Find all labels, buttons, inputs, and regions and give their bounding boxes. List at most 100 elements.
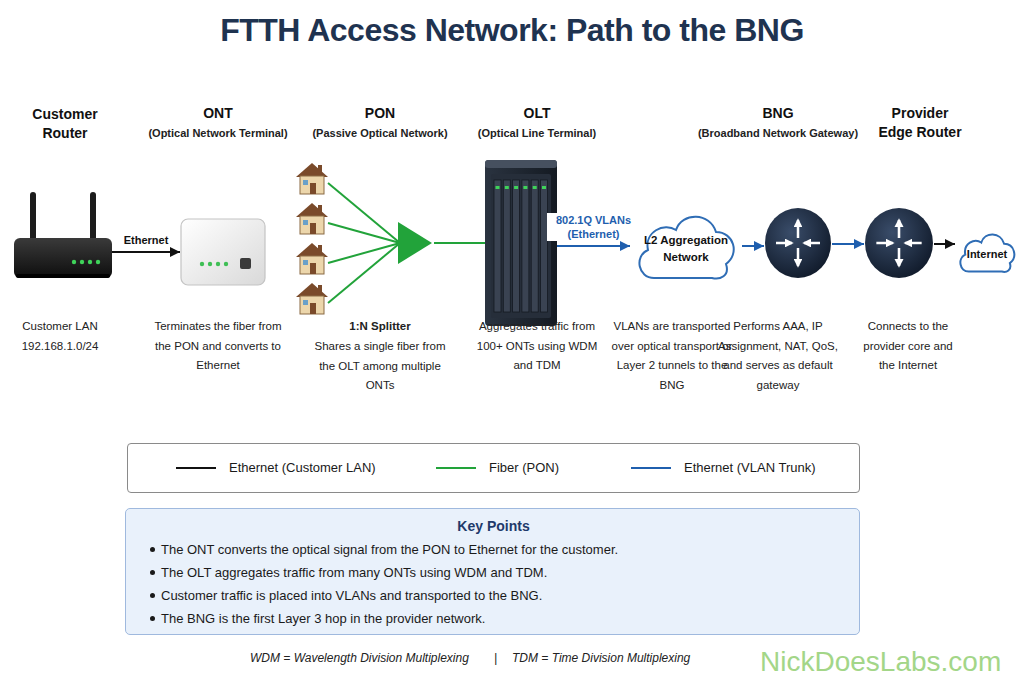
decor-polygon (398, 222, 432, 264)
decor-path (776, 242, 792, 245)
cloud-text: L2 Aggregation Network (640, 232, 732, 266)
device-heading: Customer Router (20, 105, 110, 143)
decor-rect (494, 180, 501, 312)
decor-polygon (296, 203, 328, 217)
connector-line (934, 243, 955, 245)
device-description: 1:N Splitter (320, 317, 440, 337)
bullet-text: The BNG is the first Layer 3 hop in the … (161, 609, 485, 628)
decor-rect (303, 220, 308, 225)
device-description: Shares a single fiber from the OLT among… (313, 337, 448, 396)
decor-circle (80, 260, 84, 264)
device-description: VLANs are transported over optical trans… (607, 317, 737, 395)
decor-rect (310, 183, 316, 194)
device-description: Connects to the provider core and the In… (854, 317, 962, 376)
decor-path (797, 220, 800, 238)
decor-rect (303, 180, 308, 185)
decor-rect (542, 186, 546, 189)
bullet-text: The ONT converts the optical signal from… (161, 540, 618, 559)
decor-rect (485, 160, 557, 168)
pon-splitter: PON(Passive Optical Network)1:N Splitter… (294, 160, 434, 320)
decor-rect (303, 300, 308, 305)
decor-rect (300, 256, 324, 274)
bng-router: BNG(Broadband Network Gateway)Performs A… (764, 207, 832, 279)
connector-line (112, 251, 180, 253)
decor-circle (200, 262, 204, 266)
footnote-text: TDM = Time Division Multiplexing (512, 650, 690, 666)
aggregation-cloud: L2 Aggregation NetworkVLANs are transpor… (630, 196, 742, 292)
decor-rect (523, 186, 527, 189)
decor-path (804, 242, 820, 245)
decor-rect (310, 303, 316, 314)
connector-line (742, 245, 764, 247)
decor-circle (88, 260, 92, 264)
legend-text: Ethernet (VLAN Trunk) (684, 459, 816, 476)
decor-rect (513, 180, 520, 312)
bullet-text: Customer traffic is placed into VLANs an… (161, 586, 542, 605)
device-description: Terminates the fiber from the PON and co… (154, 317, 282, 376)
device-subheading: (Optical Network Terminal) (133, 126, 303, 140)
decor-rect (541, 180, 548, 312)
device-subheading: (Broadband Network Gateway) (693, 126, 863, 140)
bullet-dot (150, 570, 155, 575)
connector-label: Ethernet (122, 233, 171, 247)
decor-path (876, 242, 892, 245)
decor-svg (485, 160, 557, 326)
customer-router: Customer RouterCustomer LAN 192.168.1.0/… (14, 190, 112, 284)
panel-heading: Key Points (126, 517, 861, 536)
legend-text: Ethernet (Customer LAN) (229, 459, 376, 476)
decor-rect (533, 186, 537, 189)
decor-rect (318, 165, 322, 173)
decor-rect (14, 238, 112, 278)
connector-line (832, 243, 864, 245)
connector-line (434, 242, 485, 244)
decor-path (797, 248, 800, 266)
connector-line (557, 245, 630, 247)
device-subheading: (Optical Line Terminal) (462, 126, 612, 140)
decor-rect (491, 174, 551, 318)
decor-path (898, 220, 901, 238)
decor-polygon (296, 283, 328, 297)
edge-router: Provider Edge RouterConnects to the prov… (864, 207, 934, 279)
decor-rect (90, 192, 96, 244)
device-heading: ONT (178, 104, 258, 123)
decor-svg (294, 160, 434, 320)
legend-text: Fiber (PON) (489, 459, 559, 476)
decor-line (328, 183, 400, 243)
footnote-separator: | (494, 650, 497, 666)
decor-path (898, 248, 901, 266)
device-description: Aggregates traffic from 100+ ONTs using … (467, 317, 607, 376)
decor-svg (764, 207, 832, 279)
footnote-text: WDM = Wavelength Division Multiplexing (250, 650, 469, 666)
device-heading: PON (340, 104, 420, 123)
device-description: Performs AAA, IP Assignment, NAT, QoS, a… (718, 317, 838, 395)
decor-ellipse (865, 208, 933, 278)
decor-rect (496, 186, 500, 189)
decor-circle (208, 262, 212, 266)
decor-rect (318, 205, 322, 213)
decor-rect (531, 180, 538, 312)
device-description: Customer LAN 192.168.1.0/24 (5, 317, 115, 356)
decor-path (639, 217, 733, 279)
decor-rect (310, 223, 316, 234)
decor-line (328, 223, 400, 243)
decor-rect (310, 263, 316, 274)
diagram-title: FTTH Access Network: Path to the BNG (0, 10, 1024, 50)
decor-circle (72, 260, 76, 264)
decor-path (905, 242, 921, 245)
decor-rect (318, 285, 322, 293)
device-heading: Provider Edge Router (875, 104, 965, 142)
decor-rect (485, 160, 557, 326)
decor-rect (514, 186, 518, 189)
decor-g (876, 220, 921, 266)
decor-rect (240, 258, 251, 269)
legend-line-sample (176, 467, 216, 469)
decor-svg (864, 207, 934, 279)
key-points-box: Key PointsThe ONT converts the optical s… (125, 508, 860, 635)
decor-rect (300, 296, 324, 314)
device-subheading: (Passive Optical Network) (295, 126, 465, 140)
legend-line-sample (631, 467, 671, 469)
decor-svg (14, 190, 112, 284)
internet-cloud: Internet (955, 222, 1019, 280)
decor-line (328, 243, 400, 303)
bullet-text: The OLT aggregates traffic from many ONT… (161, 563, 547, 582)
